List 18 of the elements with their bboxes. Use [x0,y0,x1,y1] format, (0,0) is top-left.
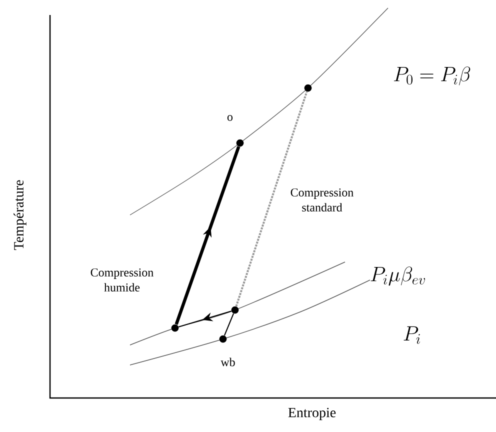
state-point [219,335,227,343]
state-point [231,306,239,314]
point-label: wb [220,358,235,366]
process-line [174,146,240,325]
pressure-label: $P_0 = P_i\beta$ [394,66,470,86]
state-point [236,139,244,147]
point-label: o [227,115,233,121]
axis-title: Température [14,180,26,250]
axis-title: Entropie [288,408,336,420]
annotation-text: Compression standard [290,188,354,212]
process-line [235,91,308,307]
pressure-label: $P_i\mu\beta_{ev}$ [370,266,425,286]
state-point [304,84,312,92]
pressure-label: $P_i$ [404,326,420,344]
state-point [171,324,179,332]
process-line [224,313,234,336]
annotation-text: Compression humide [90,268,154,292]
process-line [178,310,232,328]
